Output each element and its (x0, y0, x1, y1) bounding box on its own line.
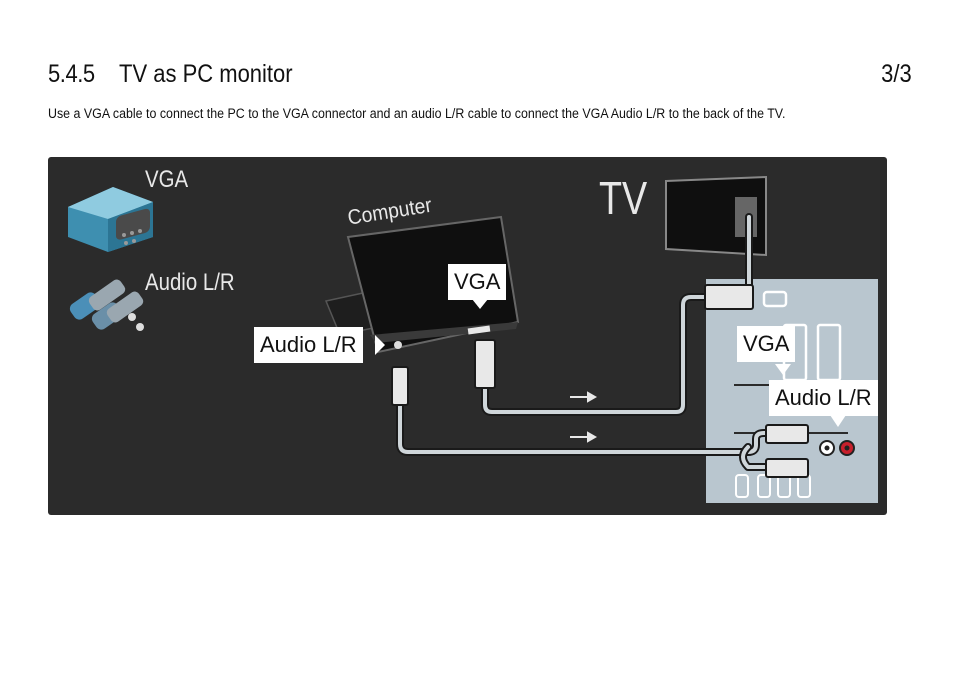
connection-diagram: VGA Audio L/R Computer TV VGA Audio L/R … (48, 157, 887, 515)
callout-computer-vga: VGA (448, 264, 507, 300)
cables (396, 213, 774, 471)
computer-icon (324, 215, 520, 354)
intro-text: Use a VGA cable to connect the PC to the… (48, 106, 786, 121)
callout-computer-audio: Audio L/R (254, 327, 363, 363)
page-title: TV as PC monitor (119, 60, 293, 88)
page-indicator: 3/3 (881, 60, 912, 88)
audio-plug-icon (69, 279, 144, 331)
direction-arrows (570, 391, 598, 443)
plugs (391, 284, 809, 478)
callout-tv-audio: Audio L/R (769, 380, 878, 416)
callout-tv-vga: VGA (737, 326, 796, 362)
callout-pointers (375, 299, 846, 427)
page-header: 5.4.5 TV as PC monitor 3/3 (48, 60, 912, 92)
legend-vga-label: VGA (145, 166, 189, 193)
tv-label: TV (599, 172, 648, 224)
vga-connector-icon (68, 187, 153, 252)
legend-audio-label: Audio L/R (145, 269, 235, 296)
section-number: 5.4.5 (48, 60, 95, 88)
